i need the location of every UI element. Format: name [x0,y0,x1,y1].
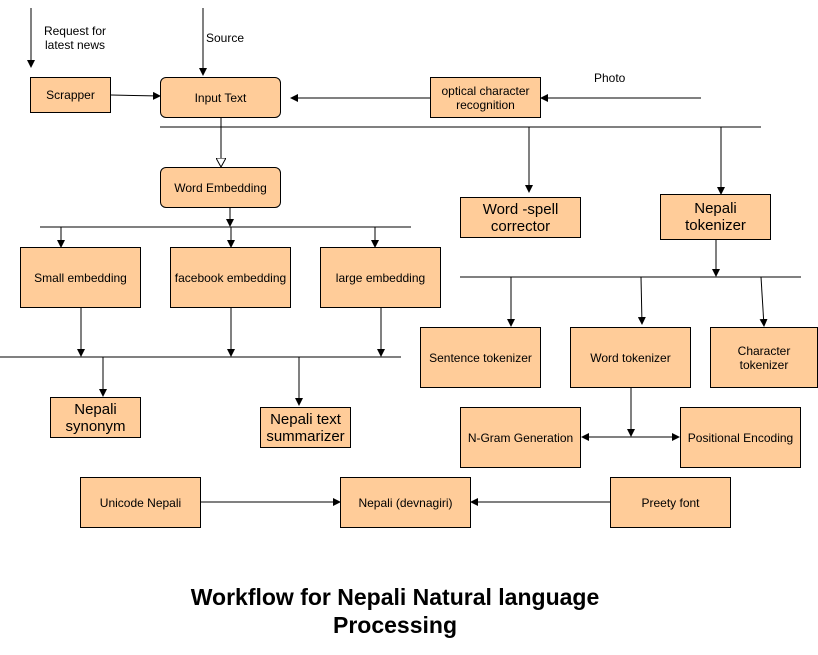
nepali-devnagiri-node: Nepali (devnagiri) [340,477,471,528]
word-spell-corrector-node: Word -spell corrector [460,197,581,238]
diagram-title: Workflow for Nepali Natural language Pro… [190,584,600,638]
label-request: Request for latest news [43,24,107,52]
facebook-embedding-node: facebook embedding [170,247,291,308]
sentence-tokenizer-node: Sentence tokenizer [420,327,541,388]
word-tokenizer-node: Word tokenizer [570,327,691,388]
positional-encoding-node: Positional Encoding [680,407,801,468]
scrapper-node: Scrapper [30,77,111,113]
preety-font-node: Preety font [610,477,731,528]
input-text-node: Input Text [160,77,281,118]
large-embedding-node: large embedding [320,247,441,308]
nepali-synonym-node: Nepali synonym [50,397,141,438]
ocr-node: optical character recognition [430,77,541,118]
nepali-tokenizer-node: Nepali tokenizer [660,194,771,240]
label-source: Source [206,31,245,45]
word-embedding-node: Word Embedding [160,167,281,208]
small-embedding-node: Small embedding [20,247,141,308]
arrow-scrapper-input [110,91,161,100]
character-tokenizer-node: Character tokenizer [710,327,818,388]
label-photo: Photo [594,71,626,85]
ngram-generation-node: N-Gram Generation [460,407,581,468]
nepali-text-summarizer-node: Nepali text summarizer [260,407,351,448]
unicode-nepali-node: Unicode Nepali [80,477,201,528]
